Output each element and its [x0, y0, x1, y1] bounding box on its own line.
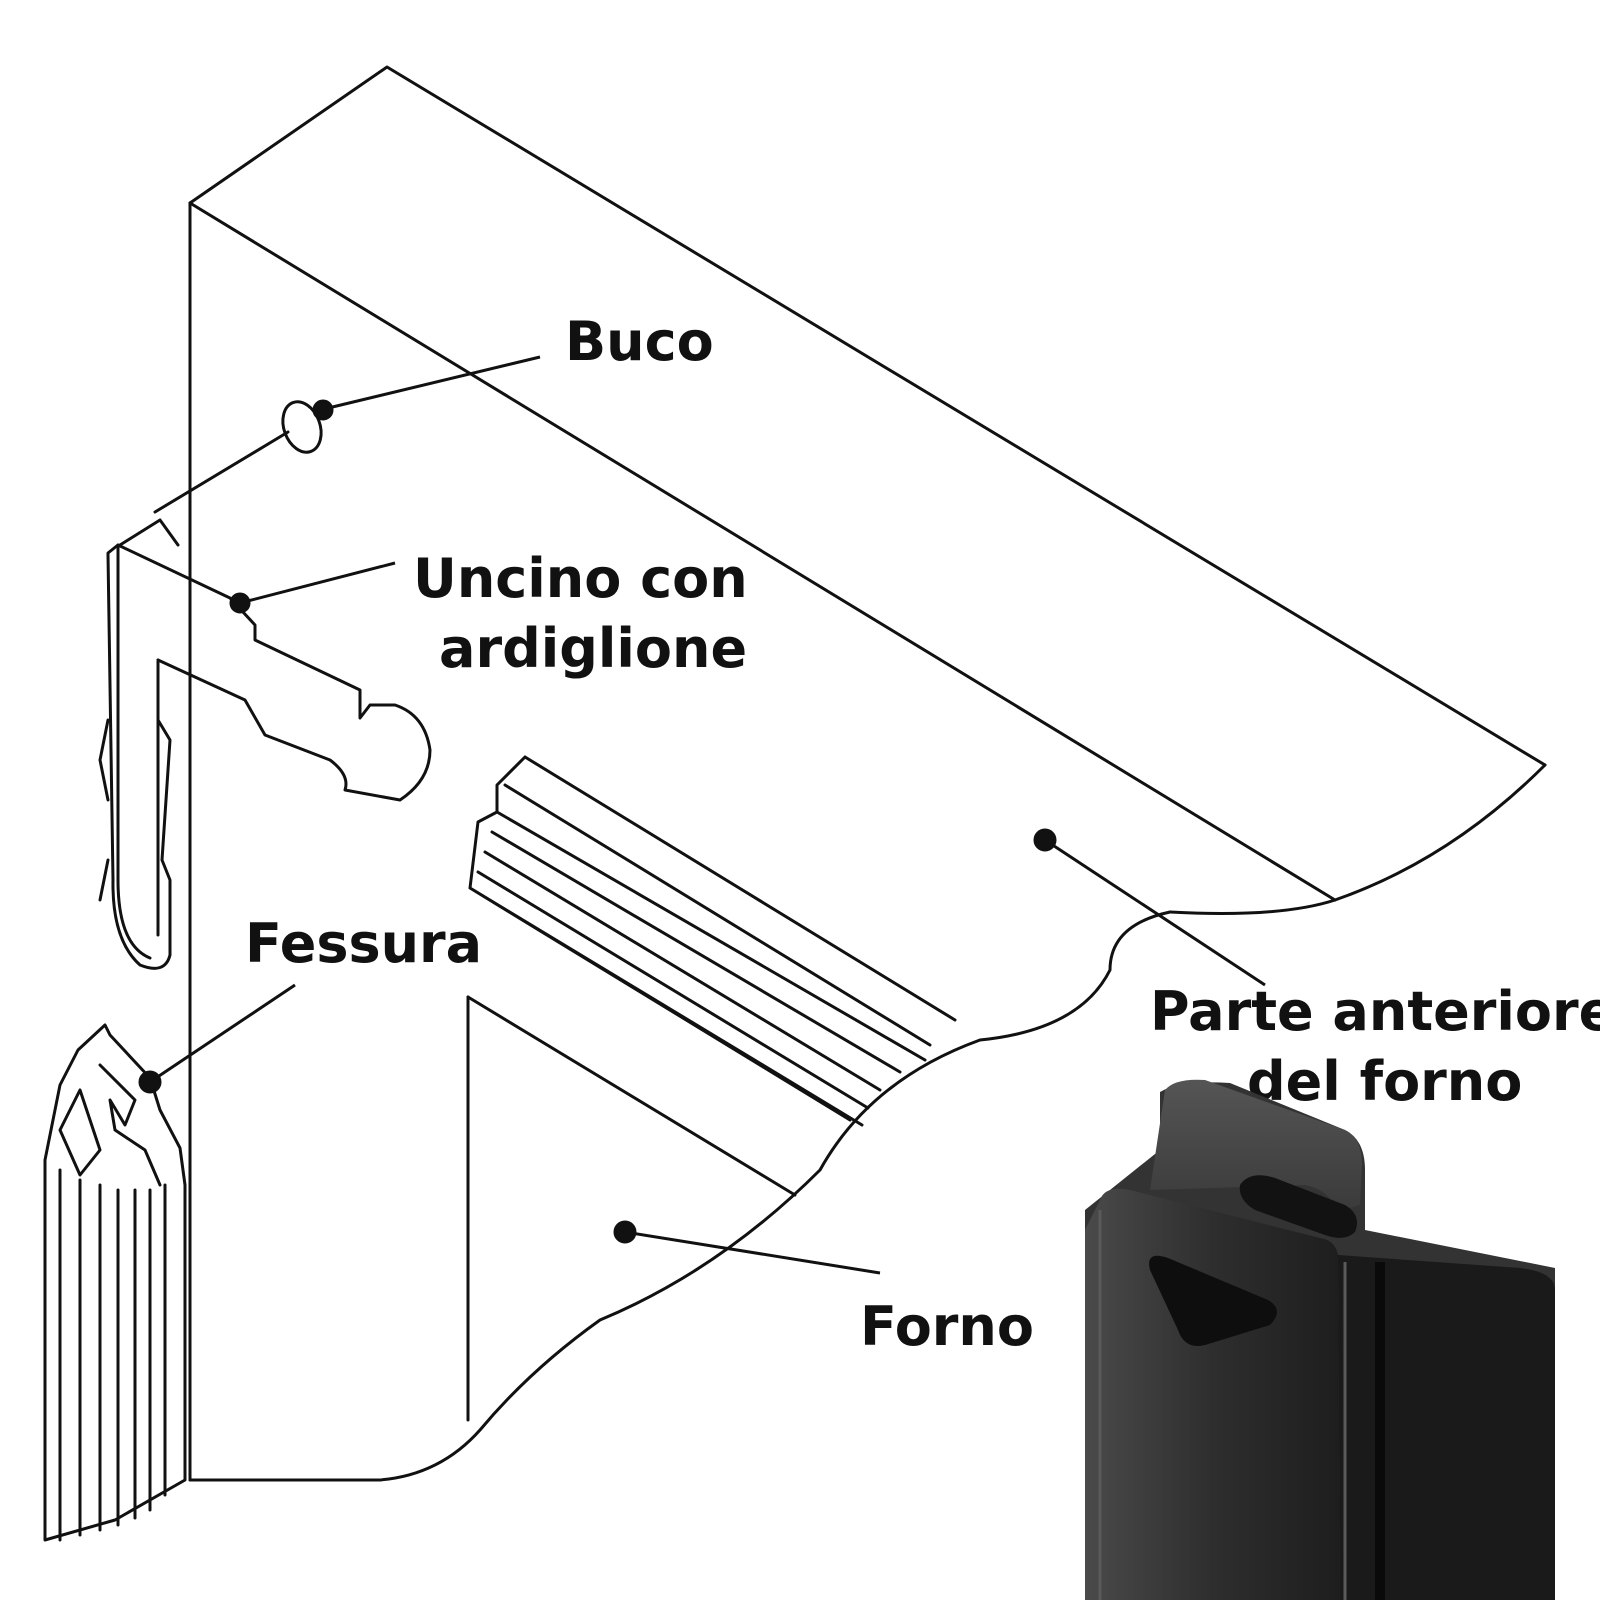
leader-buco: [319, 355, 541, 412]
leaders: [138, 355, 1266, 1275]
leader-parte-dot: [1033, 828, 1057, 852]
leader-fessura: [149, 983, 296, 1084]
label-parte-line2: del forno: [1247, 1050, 1522, 1113]
gasket-photo: [1085, 1079, 1555, 1600]
hook-detail: [116, 518, 180, 960]
gasket-profile: [468, 755, 957, 1127]
label-buco: Buco: [565, 310, 714, 373]
gasket-photo-front: [1085, 1188, 1340, 1600]
gasket-photo-side: [1338, 1255, 1555, 1600]
leader-fessura-dot: [138, 1070, 162, 1094]
leader-parte: [1044, 838, 1266, 987]
door-right-edge: [1168, 763, 1547, 915]
gasket-photo-top-rib: [1150, 1079, 1362, 1212]
leader-forno: [624, 1230, 881, 1275]
gasket-photo-edge-highlight: [1098, 1210, 1347, 1600]
leader-uncino-dot: [229, 592, 251, 614]
label-uncino-line2: ardiglione: [439, 617, 747, 680]
leader-forno-dot: [613, 1220, 637, 1244]
label-parte-line1: Parte anteriore: [1150, 980, 1600, 1043]
gasket-photo-slot: [1239, 1175, 1358, 1238]
oven-outline: [188, 910, 1172, 1482]
door-top-edge: [188, 65, 1547, 767]
hole-axis-line: [153, 430, 290, 514]
slot-profile-lines: [58, 1063, 167, 1542]
hook-with-barb: [106, 543, 432, 970]
label-forno: Forno: [860, 1295, 1034, 1358]
label-fessura: Fessura: [245, 912, 482, 975]
hook-barbs: [98, 718, 110, 902]
leader-uncino: [239, 561, 396, 605]
oven-face-top: [466, 995, 797, 1197]
gasket-photo-triangle: [1149, 1255, 1278, 1346]
label-uncino-line1: Uncino con: [413, 547, 748, 610]
leader-buco-dot: [312, 399, 334, 421]
slot-profile: [43, 1023, 187, 1542]
door-front-edge: [188, 201, 1337, 902]
